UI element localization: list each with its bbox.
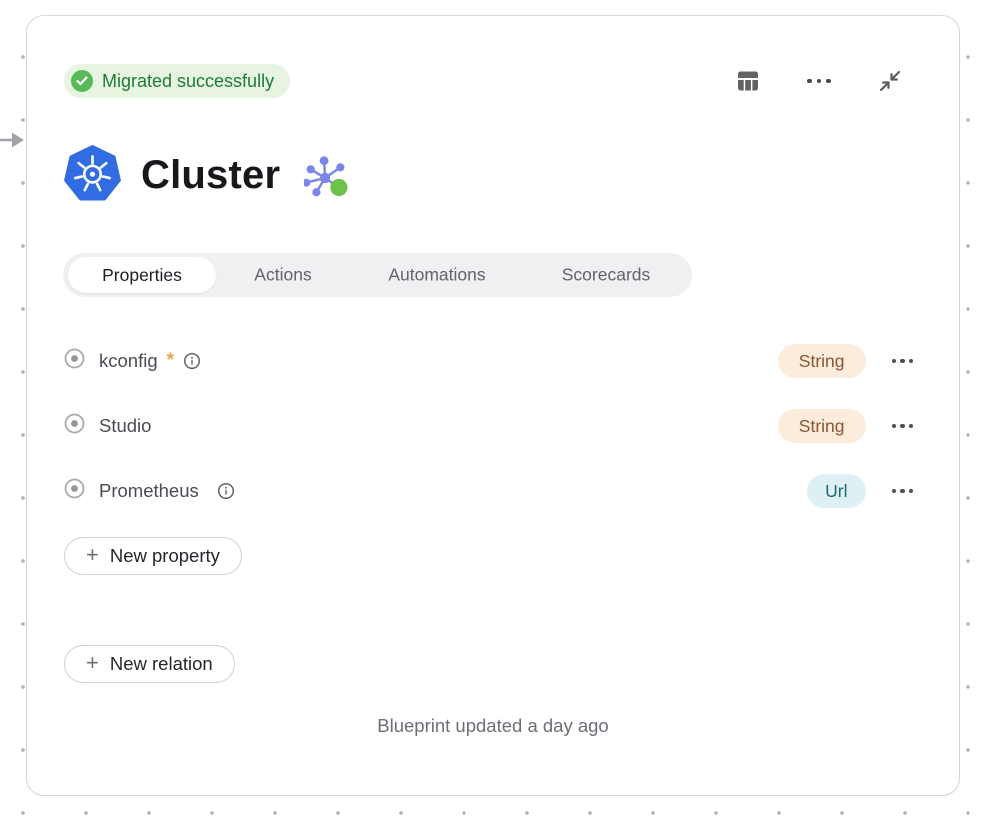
edge-arrow-icon [0,127,25,158]
blueprint-header: Cluster [64,144,348,207]
relations-graph-icon[interactable] [302,154,348,203]
property-name: kconfig [99,350,158,371]
more-options-icon[interactable] [806,66,832,96]
table-columns-icon[interactable] [735,66,761,96]
tabbar: Properties Actions Automations Scorecard… [63,253,692,297]
property-radio-icon [64,348,85,374]
property-menu-icon[interactable] [891,418,913,435]
property-name: Prometheus [99,480,199,501]
property-radio-icon [64,478,85,504]
property-row: Prometheus Url [64,474,913,508]
tab-label: Properties [102,264,182,285]
info-icon[interactable] [183,352,201,370]
page-title: Cluster [141,153,281,197]
plus-icon: + [86,542,99,567]
property-row: Studio String [64,409,913,443]
blueprint-updated-text: Blueprint updated a day ago [377,715,609,736]
properties-list: kconfig * String Studio String [64,344,913,539]
required-asterisk: * [166,350,175,371]
collapse-icon[interactable] [877,66,903,96]
tab-actions[interactable]: Actions [254,264,312,285]
tab-properties[interactable]: Properties [68,257,216,293]
new-relation-label: New relation [109,653,213,674]
status-badge-label: Migrated successfully [102,70,275,91]
property-type-badge: String [777,409,866,443]
new-relation-button[interactable]: + New relation [64,645,235,683]
status-badge: Migrated successfully [64,64,291,98]
property-menu-icon[interactable] [891,353,913,370]
property-row: kconfig * String [64,344,913,378]
kubernetes-logo-icon [64,144,121,207]
property-type-badge: Url [807,474,866,508]
new-property-label: New property [109,545,220,566]
new-property-button[interactable]: + New property [64,537,242,575]
property-menu-icon[interactable] [891,483,913,500]
property-name: Studio [99,415,152,436]
card-toolbar [735,66,903,96]
check-circle-icon [71,70,93,92]
plus-icon: + [86,650,99,675]
info-icon[interactable] [217,482,235,500]
property-radio-icon [64,413,85,439]
tab-automations[interactable]: Automations [388,264,486,285]
property-type-badge: String [777,344,866,378]
tab-scorecards[interactable]: Scorecards [561,264,651,285]
blueprint-card: Migrated successfully [26,15,960,796]
